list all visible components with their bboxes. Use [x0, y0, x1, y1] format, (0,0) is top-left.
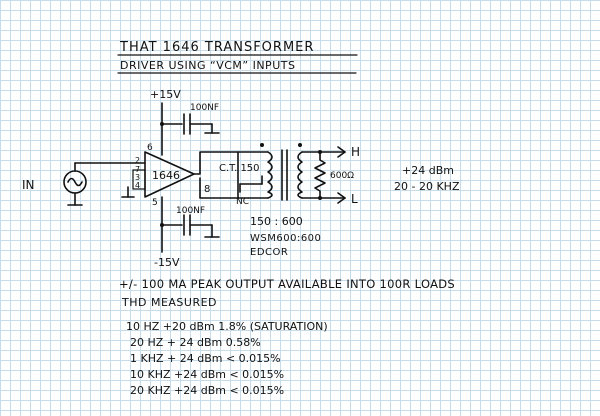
pin-8-label: 8 — [204, 184, 210, 195]
ct-label: C.T. 150 — [219, 163, 260, 174]
secondary-phase-dot — [298, 143, 302, 147]
ic-pin-box — [132, 169, 146, 190]
thd-row: 10 HZ +20 dBm 1.8% (SATURATION) — [126, 320, 328, 333]
pin-7-label: 7 — [135, 165, 140, 174]
load-label: 600Ω — [330, 171, 354, 181]
load-resistor — [314, 151, 326, 199]
arrow-h-icon — [337, 146, 346, 158]
sine-wave-icon — [67, 177, 83, 187]
title-line-2: DRIVER USING “VCM” INPUTS — [120, 59, 295, 72]
title-line-1: THAT 1646 TRANSFORMER — [119, 40, 314, 55]
cap-top-label: 100NF — [190, 103, 219, 113]
nc-label: NC — [236, 197, 249, 207]
primary-winding — [267, 151, 273, 199]
thd-heading: THD MEASURED — [121, 296, 217, 309]
pin-3-label: 3 — [135, 173, 140, 182]
thd-row: 20 KHZ +24 dBm < 0.015% — [130, 384, 284, 397]
cap-bottom-label: 100NF — [176, 206, 205, 216]
thd-row: 1 KHZ + 24 dBm < 0.015% — [130, 352, 281, 365]
peak-output-note: +/- 100 MA PEAK OUTPUT AVAILABLE INTO 10… — [119, 277, 455, 291]
input-label: IN — [22, 178, 35, 192]
pin-2-label: 2 — [135, 156, 140, 165]
pin-6-label: 6 — [147, 143, 153, 153]
out-l-label: L — [351, 192, 358, 206]
pin-4-label: 4 — [135, 181, 140, 190]
supply-pos-label: +15V — [150, 88, 181, 101]
primary-phase-dot — [260, 143, 264, 147]
part-number: WSM600:600 — [250, 233, 321, 244]
thd-row: 20 HZ + 24 dBm 0.58% — [130, 336, 261, 349]
secondary-winding — [297, 151, 303, 199]
pin-5-label: 5 — [152, 198, 158, 208]
thd-row: 10 KHZ +24 dBm < 0.015% — [130, 368, 284, 381]
spec-level: +24 dBm — [402, 164, 454, 177]
output-loop — [193, 151, 239, 199]
maker: EDCOR — [250, 247, 288, 258]
spec-range: 20 - 20 KHZ — [394, 180, 460, 193]
out-h-label: H — [351, 145, 360, 159]
ic-label: 1646 — [152, 169, 180, 182]
arrow-l-icon — [337, 192, 346, 204]
supply-neg-label: -15V — [154, 256, 180, 269]
turns-ratio: 150 : 600 — [250, 215, 303, 228]
